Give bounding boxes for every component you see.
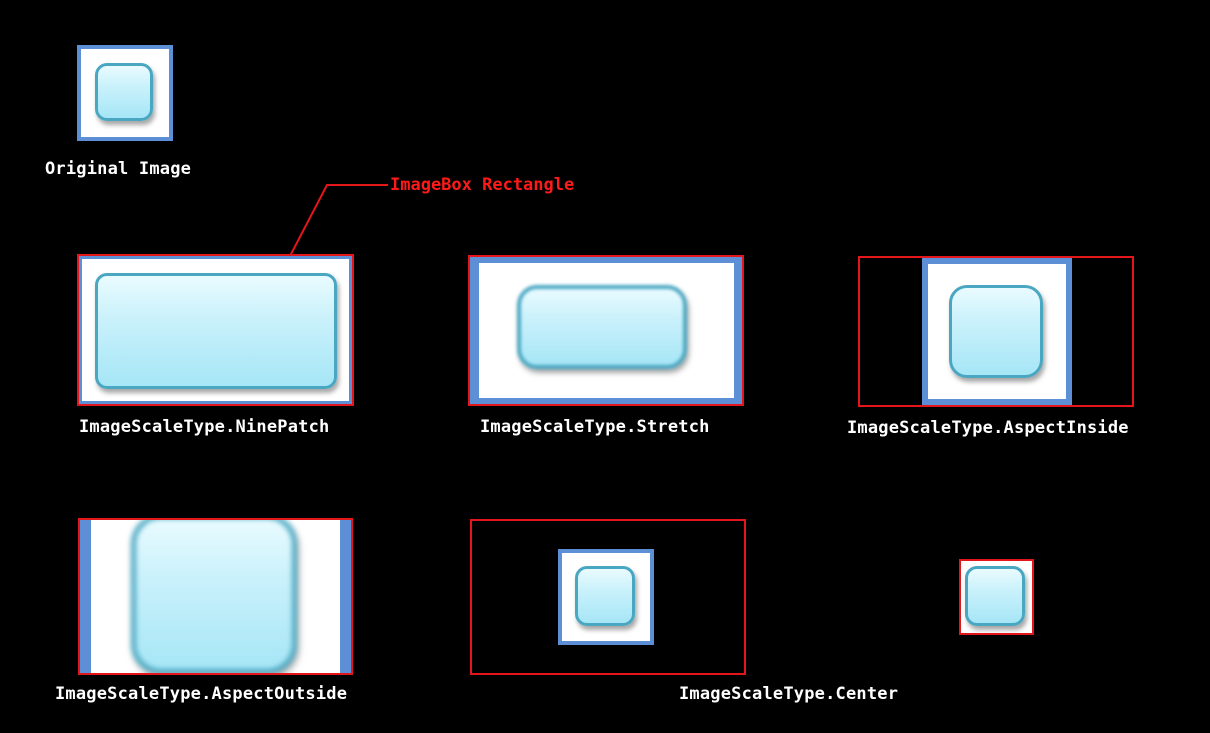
rounded-button-graphic [95,63,153,121]
aspect-inside-imagebox-rect [858,256,1134,407]
aspect-outside-caption: ImageScaleType.AspectOutside [55,684,348,704]
ninepatch-image [78,255,353,405]
center-image-large [558,549,654,645]
rounded-button-graphic [131,520,297,674]
ninepatch-imagebox-rect [77,254,354,406]
center-imagebox-rect-small [959,559,1034,635]
rounded-button-graphic [965,566,1025,626]
center-image-small [960,560,1033,634]
stretch-image [469,256,743,405]
imagebox-rectangle-callout: ImageBox Rectangle [390,175,575,195]
rounded-button-graphic [575,566,635,626]
rounded-button-graphic [949,285,1043,378]
center-imagebox-rect-large [470,519,746,675]
aspect-inside-caption: ImageScaleType.AspectInside [847,418,1129,438]
ninepatch-caption: ImageScaleType.NinePatch [79,417,330,437]
rounded-button-graphic [517,285,687,369]
stretch-caption: ImageScaleType.Stretch [480,417,710,437]
aspect-outside-imagebox-rect [78,518,353,675]
stretch-imagebox-rect [468,255,744,406]
aspect-inside-image [922,258,1072,405]
aspect-outside-image [79,520,352,674]
original-image-caption: Original Image [45,159,192,179]
original-image [77,45,173,141]
center-caption: ImageScaleType.Center [679,684,899,704]
rounded-button-graphic [95,273,337,389]
